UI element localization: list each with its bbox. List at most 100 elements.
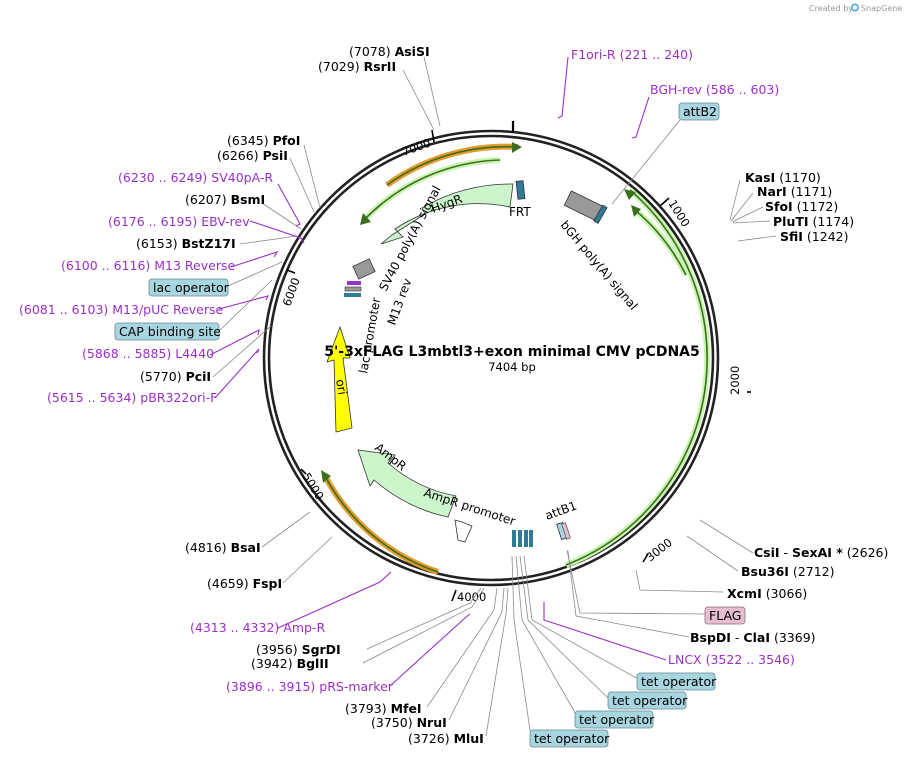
box-flag-bg (704, 606, 746, 625)
primer-prs-marker[interactable]: (3896 .. 3915) pRS-marker (226, 679, 394, 694)
tick-4000 (451, 589, 457, 602)
box-tet-operator-2[interactable]: tet operator (607, 691, 688, 710)
bgh-site-marker (593, 204, 608, 224)
enzyme-sfii[interactable]: SfiI (1242) (780, 229, 848, 244)
enzyme-psii[interactable]: (6266) PsiI (217, 148, 288, 163)
orf-arc-main-arrowhead (624, 189, 636, 200)
leader-rsrii (402, 69, 435, 131)
primer-amp-r[interactable]: (4313 .. 4332) Amp-R (190, 620, 325, 635)
leader-sgrdi (366, 587, 482, 650)
primer-leader-l4440 (209, 328, 260, 356)
lac-operator-marker (344, 293, 361, 297)
features: HygR FRT SV40 poly(A) signal bGH poly(A)… (326, 180, 641, 547)
leader-lines (212, 56, 777, 738)
primer-pbr322ori-f[interactable]: (5615 .. 5634) pBR322ori-F (47, 390, 217, 405)
primer-f1ori-r[interactable]: F1ori-R (221 .. 240) (571, 47, 693, 62)
orf-arc-hygr-arrowhead (360, 213, 371, 225)
primer-ebv-rev[interactable]: (6176 .. 6195) EBV-rev (108, 214, 250, 229)
leader-bsmi (261, 202, 302, 230)
primer-m13-reverse[interactable]: (6100 .. 6116) M13 Reverse (61, 258, 235, 273)
orf-arc-main (565, 189, 708, 566)
enzyme-mfei[interactable]: (3793) MfeI (345, 701, 422, 716)
leader-kasi (729, 179, 741, 221)
enzyme-fspi[interactable]: (4659) FspI (207, 576, 282, 591)
enzyme-nrui[interactable]: (3750) NruI (371, 715, 447, 730)
box-cap-binding-site-bg (114, 322, 220, 341)
primer-leader-sv40pa-r (277, 183, 301, 227)
enzyme-mlui[interactable]: (3726) MluI (408, 731, 484, 746)
tick-label-4000: 4000 (457, 590, 486, 604)
leader-sfoi (731, 206, 764, 223)
enzyme-sfoi[interactable]: SfoI (1172) (765, 199, 838, 214)
primer-m13-puc-reverse[interactable]: (6081 .. 6103) M13/pUC Reverse (19, 302, 224, 317)
tick-6000 (286, 269, 296, 274)
primer-lncx[interactable]: LNCX (3522 .. 3546) (668, 652, 795, 667)
enzyme-csii[interactable]: CsiI - SexAI * (2626) (754, 545, 888, 560)
primer-bgh-rev[interactable]: BGH-rev (586 .. 603) (650, 82, 779, 97)
enzyme-bspdi[interactable]: BspDI - ClaI (3369) (690, 630, 816, 645)
orf-arc-amp (324, 475, 439, 573)
leader-nrui (448, 587, 505, 721)
enzyme-rsrii[interactable]: (7029) RsrII (318, 59, 396, 74)
backbone-outer-circle (262, 129, 720, 587)
watermark-prefix: Created by (809, 4, 853, 13)
leader-fspi (282, 536, 333, 584)
primer-leader-bgh-rev (631, 96, 650, 139)
snapgene-logo-icon (851, 3, 859, 12)
tick-5000 (300, 468, 307, 475)
enzyme-asisi[interactable]: (7078) AsiSI (349, 44, 430, 59)
plasmid-name: 5'-3xFLAG L3mbtl3+exon minimal CMV pCDNA… (324, 344, 700, 360)
tet-operator-marker-2 (518, 530, 522, 547)
primer-l4440[interactable]: (5868 .. 5885) L4440 (82, 346, 214, 361)
box-flag[interactable]: FLAG (704, 606, 746, 625)
tick-3000 (642, 553, 649, 563)
enzyme-bsu36i[interactable]: Bsu36I (2712) (741, 564, 834, 579)
tet-operator-marker-1 (512, 530, 516, 547)
lac-promoter-label: lac promoter (356, 296, 383, 374)
leader-mlui (485, 587, 509, 737)
box-tet-operator-2-bg (607, 691, 687, 710)
sv40-polya-marker (352, 258, 376, 280)
primer-sv40pa-r[interactable]: (6230 .. 6249) SV40pA-R (118, 170, 273, 185)
leader-bstz17i (239, 235, 298, 245)
box-tet-operator-4-label: tet operator (534, 731, 610, 746)
tick-label-7000: 7000 (400, 136, 432, 159)
box-cap-binding-site[interactable]: CAP binding site (114, 322, 221, 341)
enzyme-bsmi[interactable]: (6207) BsmI (185, 192, 265, 207)
enzyme-bglii[interactable]: (3942) BglII (251, 656, 329, 671)
leader-bglii (362, 587, 485, 664)
box-tet-operator-3[interactable]: tet operator (574, 710, 655, 729)
box-attb2[interactable]: attB2 (678, 102, 720, 121)
box-lac-operator-label: lac operator (153, 280, 230, 295)
orf-arc-hygr (362, 159, 501, 222)
boxed-labels: attB2 lac operator CAP binding site FLAG… (114, 102, 746, 748)
leader-attb2 (611, 119, 681, 205)
leader-pcii (212, 325, 272, 378)
box-attb2-label: attB2 (683, 104, 717, 119)
bgh-polya-label: bGH poly(A) signal (558, 218, 641, 313)
flag-marker (561, 522, 571, 540)
primer-leader-f1ori-r (557, 56, 569, 119)
leader-xcmi (635, 569, 724, 593)
box-lac-operator[interactable]: lac operator (148, 278, 230, 297)
orf-arc-top (386, 145, 519, 186)
enzyme-xcmi[interactable]: XcmI (3066) (727, 586, 807, 601)
enzyme-pfoi[interactable]: (6345) PfoI (227, 133, 300, 148)
enzyme-nari[interactable]: NarI (1171) (757, 184, 832, 199)
enzyme-kasi[interactable]: KasI (1170) (745, 170, 821, 185)
box-flag-label: FLAG (709, 608, 741, 623)
enzyme-pcii[interactable]: (5770) PciI (140, 369, 211, 384)
box-tet-operator-2-label: tet operator (612, 693, 688, 708)
leader-lac-operator (227, 261, 283, 287)
tick-7000 (431, 129, 435, 143)
leader-flag (566, 549, 706, 615)
enzyme-pluti[interactable]: PluTI (1174) (773, 214, 854, 229)
leader-bsu36i (686, 535, 739, 572)
primer-leader-m13-reverse (230, 251, 279, 268)
box-tet-operator-4[interactable]: tet operator (529, 729, 610, 748)
leader-psii (289, 157, 315, 213)
enzyme-sgrdi[interactable]: (3956) SgrDI (256, 642, 341, 657)
enzyme-bsai[interactable]: (4816) BsaI (185, 540, 261, 555)
enzyme-bstz17i[interactable]: (6153) BstZ17I (136, 236, 236, 251)
box-tet-operator-1[interactable]: tet operator (636, 672, 717, 691)
